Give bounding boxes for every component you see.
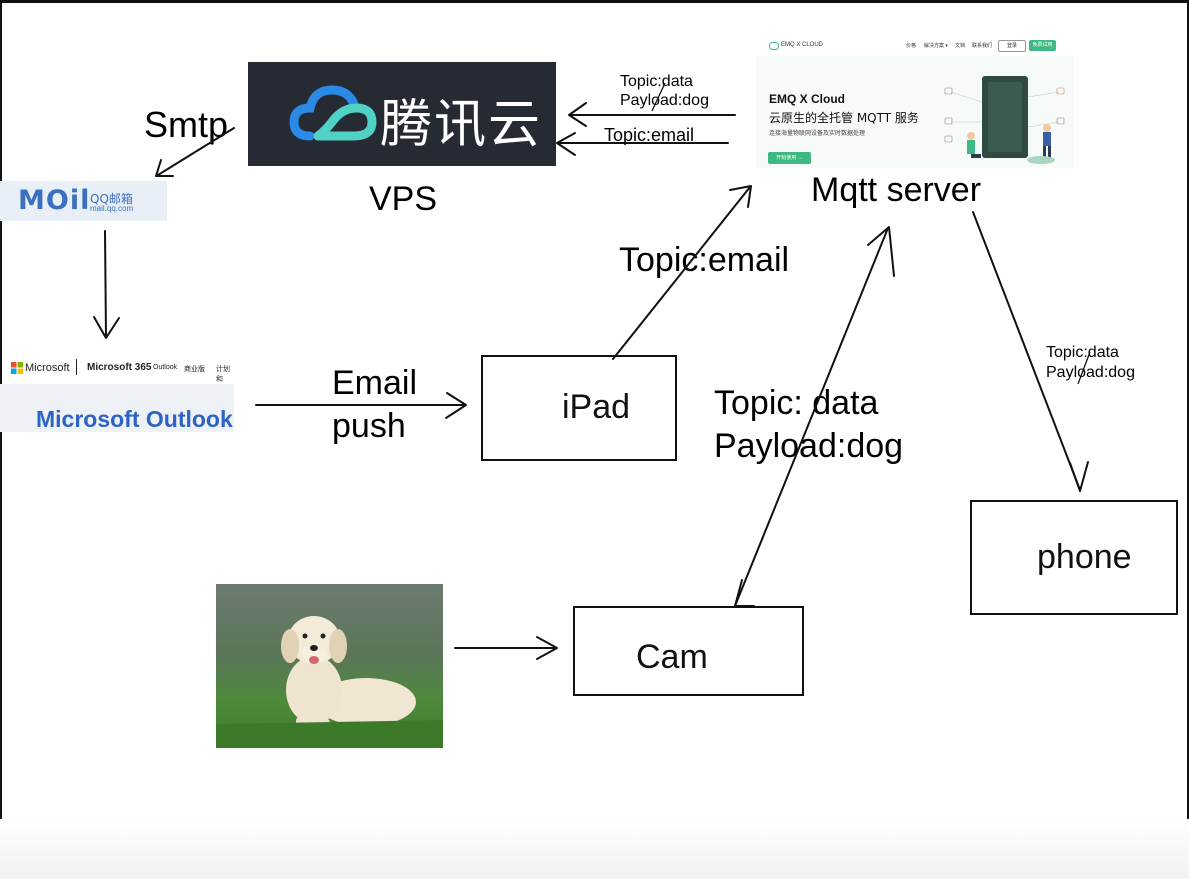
qq-mail-domain: mail.qq.com <box>90 204 134 213</box>
mqtt-server-caption: Mqtt server <box>811 171 982 209</box>
tencent-cloud-logo: 腾讯云 <box>248 62 556 166</box>
emqx-signup-button: 免费试用 <box>1029 40 1056 51</box>
mqtt-vps-topic-data: Topic:data <box>620 73 693 90</box>
emqx-start-button: 开始使用 → <box>768 152 811 164</box>
email-push-line2: push <box>332 407 406 445</box>
microsoft-outlook-banner: Microsoft Microsoft 365 Outlook 商业版 计划和 … <box>0 356 234 432</box>
email-push-line1: Email <box>332 364 418 402</box>
tencent-brand-text: 腾讯云 <box>380 95 543 155</box>
emqx-hero-subtitle: 云原生的全托管 MQTT 服务 <box>769 111 919 125</box>
arrow-mqtt-to-vps-email <box>556 132 729 156</box>
emqx-hero-illustration <box>944 76 1065 164</box>
nav-outlook: Outlook <box>153 364 178 371</box>
arrow-vps-to-qqmail <box>155 127 235 177</box>
mqtt-vps-payload: Payload:dog <box>620 92 709 109</box>
qq-mail-brand: QQ邮箱 <box>90 192 133 206</box>
dog-image <box>216 584 443 748</box>
arrow-dog-to-cam <box>454 636 558 660</box>
emqx-brand: EMQ X CLOUD <box>781 42 824 48</box>
cam-label: Cam <box>636 638 708 676</box>
emqx-nav-contact: 联系我们 <box>972 43 993 49</box>
emqx-nav-solutions: 解决方案 ▾ <box>924 43 948 49</box>
arrow-ipad-to-mqtt <box>612 185 752 360</box>
qq-mail-logo-text: MOil <box>18 185 91 216</box>
microsoft-header: Microsoft Microsoft 365 Outlook 商业版 计划和 <box>8 356 234 383</box>
mqtt-vps-topic-email: Topic:email <box>604 125 695 145</box>
dog-photo <box>216 584 443 748</box>
phone-box: phone <box>970 500 1178 615</box>
microsoft-logo-icon <box>11 362 23 374</box>
arrow-mqtt-to-phone <box>972 211 1089 492</box>
outlook-band <box>0 384 234 432</box>
vps-caption: VPS <box>369 180 438 218</box>
arrow-qqmail-to-outlook <box>93 230 120 339</box>
emqx-hero-desc: 连接海量物联网设备及实时数据处理 <box>769 131 866 137</box>
arrow-cam-to-mqtt <box>734 226 895 607</box>
header-divider <box>76 359 77 375</box>
arrow-mqtt-to-vps-data <box>568 102 736 127</box>
mqtt-phone-payload: Payload:dog <box>1046 364 1135 381</box>
phone-label: phone <box>1037 538 1132 576</box>
ipad-label: iPad <box>562 388 631 426</box>
emqx-login-button: 登录 <box>998 40 1026 52</box>
emqx-navbar: EMQ X CLOUD 价格 解决方案 ▾ 文档 联系我们 登录 免费试用 <box>756 36 1074 56</box>
tencent-cloud-icon <box>289 85 377 141</box>
bottom-fade <box>0 819 1189 879</box>
microsoft-brand: Microsoft <box>25 362 70 374</box>
emqx-logo-icon <box>769 42 779 50</box>
microsoft-365-label: Microsoft 365 <box>87 362 152 373</box>
smtp-label: Smtp <box>144 104 229 145</box>
microsoft-outlook-title: Microsoft Outlook <box>36 406 233 432</box>
emqx-hero-title: EMQ X Cloud <box>769 92 845 106</box>
label-strikes <box>651 82 1091 385</box>
nav-business: 商业版 <box>184 366 205 373</box>
qq-mail-logo: MOil QQ邮箱 mail.qq.com <box>0 181 167 221</box>
ipad-topic-email-label: Topic:email <box>619 241 790 279</box>
emqx-nav-pricing: 价格 <box>906 43 917 49</box>
cam-box: Cam <box>573 606 804 696</box>
emqx-cloud-screenshot: EMQ X CLOUD 价格 解决方案 ▾ 文档 联系我们 登录 免费试用 EM… <box>756 36 1074 168</box>
cam-mqtt-topic: Topic: data <box>714 384 879 422</box>
ipad-box: iPad <box>481 355 677 461</box>
arrow-outlook-to-ipad <box>255 392 467 419</box>
nav-plans: 计划和 <box>216 366 230 383</box>
emqx-nav-docs: 文档 <box>955 43 966 49</box>
cam-mqtt-payload: Payload:dog <box>714 427 904 465</box>
mqtt-phone-topic: Topic:data <box>1046 344 1119 361</box>
